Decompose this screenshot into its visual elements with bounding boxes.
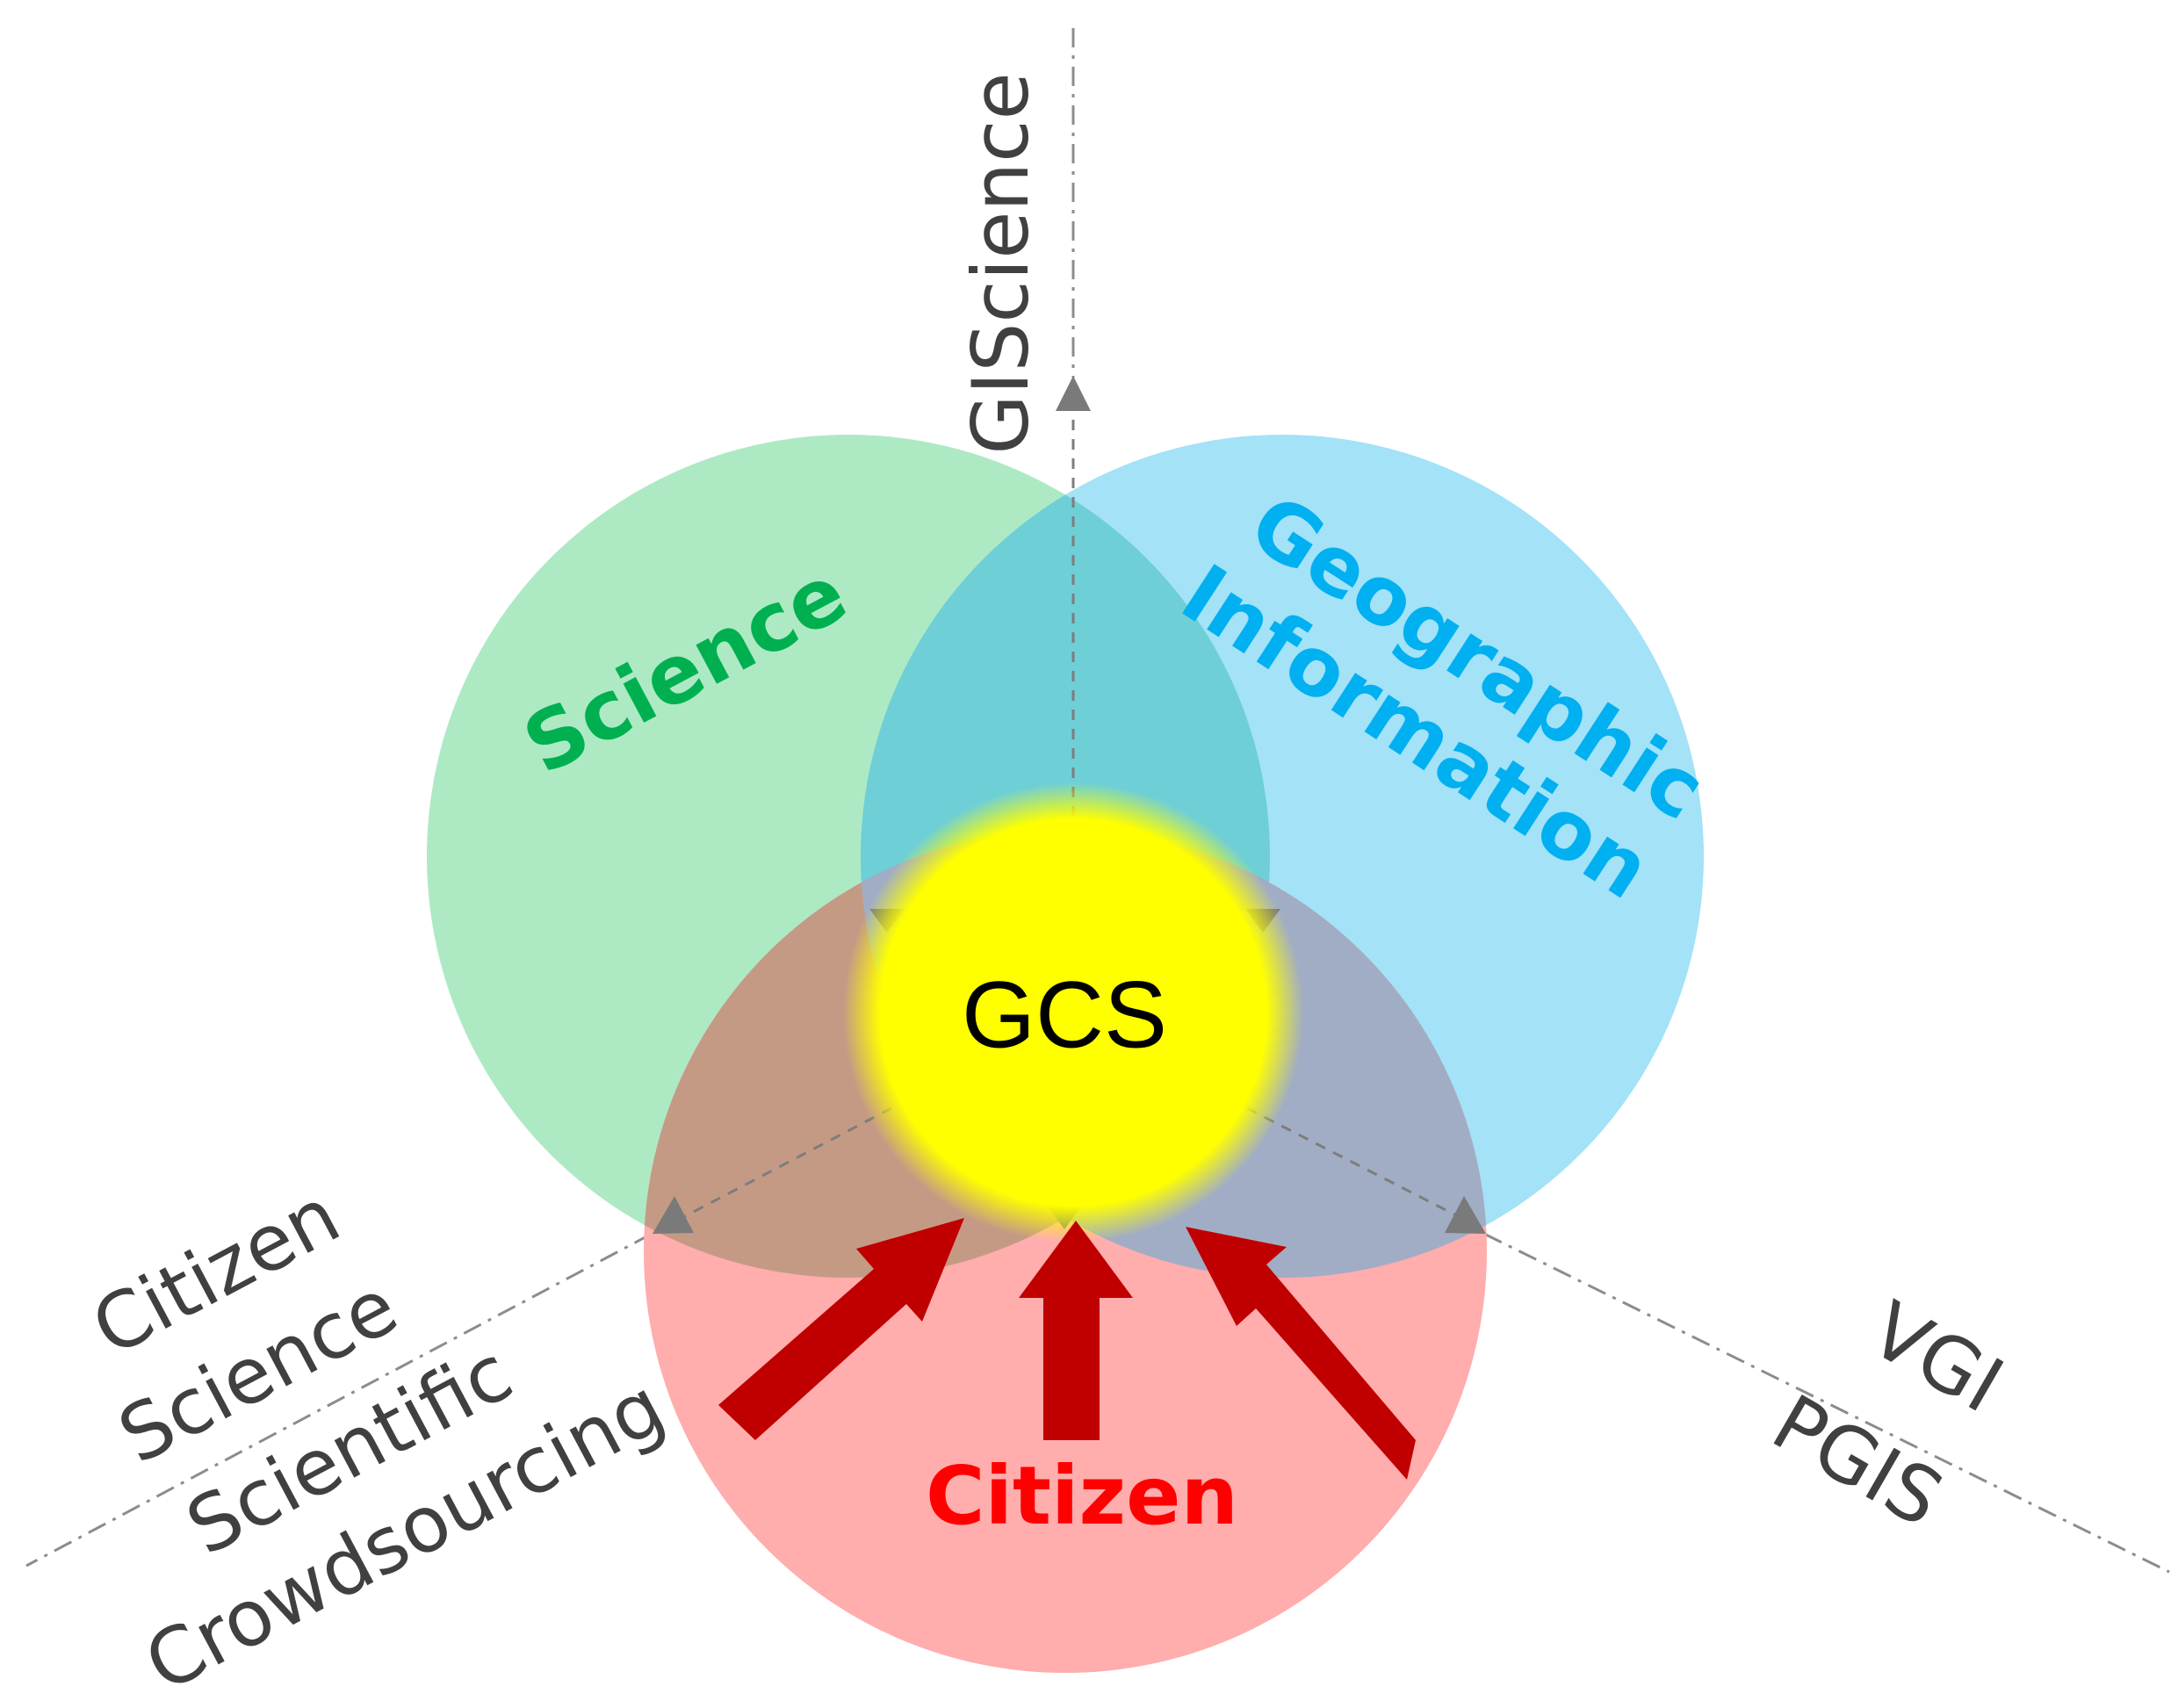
- arrowhead-left-icon: [653, 1196, 694, 1234]
- arrowhead-top-icon: [1056, 376, 1091, 411]
- arrowhead-right-icon: [1445, 1196, 1486, 1234]
- red-arrow-right-icon: [1186, 1227, 1416, 1480]
- gcs-label: GCS: [962, 962, 1167, 1068]
- axis-line-vgi: [1483, 1232, 2170, 1574]
- red-arrow-left-icon: [718, 1218, 964, 1440]
- inner-axis-left: [684, 1106, 892, 1218]
- red-arrow-center-icon: [1019, 1221, 1133, 1440]
- gcs-highlight: [843, 782, 1303, 1243]
- inner-axis-right: [1246, 1106, 1459, 1218]
- citizen-label: Citizen: [926, 1449, 1238, 1543]
- gisscience-label: GIScience: [956, 72, 1046, 454]
- vgi-axis-label: VGI: [1856, 1284, 2018, 1430]
- axis-line-citizen-science: [25, 1232, 653, 1567]
